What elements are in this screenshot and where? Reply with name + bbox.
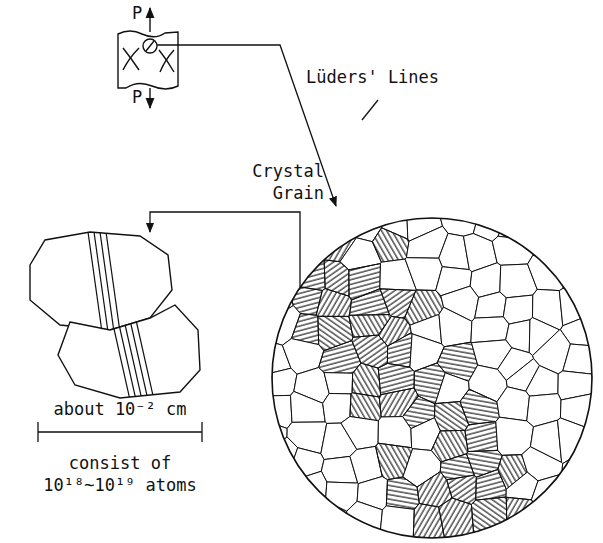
grain [291,391,326,422]
grain [526,366,559,397]
slipped-grain [316,289,351,317]
luders-band [160,50,174,72]
slipped-grain [372,228,409,262]
load-label: P [132,86,152,108]
luders-band [123,48,139,70]
micrograph-outline [272,218,592,538]
slipped-grain [350,393,381,421]
grain [380,506,415,538]
luders-band [123,48,139,70]
grain [530,505,565,538]
grain [341,416,378,449]
load-arrow [149,8,150,32]
magnify-circle [143,39,157,53]
slipped-grain [352,335,388,368]
slipped-grain [460,389,499,425]
crystal-grain-label: Crystal Grain [222,160,324,204]
grain [562,475,592,505]
slipped-grain [352,363,380,397]
dimension-bracket [38,422,202,442]
grain [347,501,383,538]
luders-band [146,41,154,51]
slip-lines [88,232,120,332]
grain [287,232,322,268]
tensile-specimen [118,8,178,108]
micrograph-ground [272,218,592,538]
load-arrow [149,88,150,108]
slipped-grain [386,477,419,509]
grain [564,218,592,241]
grain [475,292,507,318]
atom-count-label: consist of 10¹⁸~10¹⁹ atoms [20,452,220,496]
grain [562,446,592,479]
slipped-grain [272,218,287,231]
slipped-grain [272,257,299,291]
grain [558,418,592,464]
grain-size-label: about 10⁻² cm [10,398,230,420]
grain [272,470,291,507]
grain [311,503,349,538]
slipped-grain [465,422,498,452]
luders-band [159,50,174,72]
grain [497,387,530,421]
grain [531,474,566,505]
grain [324,373,353,394]
grain [471,317,509,343]
load-label: P [132,2,152,24]
leader-line [362,100,378,120]
slipped-grain [476,469,507,500]
grain [272,504,302,538]
grain [563,344,592,374]
slip-lines [112,320,154,400]
grain [272,437,298,477]
micrograph [272,218,592,538]
grain [378,417,412,448]
slipped-grain [387,333,412,368]
grain [439,307,472,347]
slipped-grain [325,218,355,230]
grain-pair [30,232,200,400]
grain [284,218,327,239]
grain [558,493,592,538]
luders-lines-label: Lüders' Lines [306,66,476,88]
grain [290,471,326,505]
grain [292,499,328,538]
grain [566,235,592,263]
grain [528,255,567,290]
slipped-grain [439,498,474,538]
grain [529,218,565,249]
grain [272,228,289,260]
grain [563,262,592,293]
